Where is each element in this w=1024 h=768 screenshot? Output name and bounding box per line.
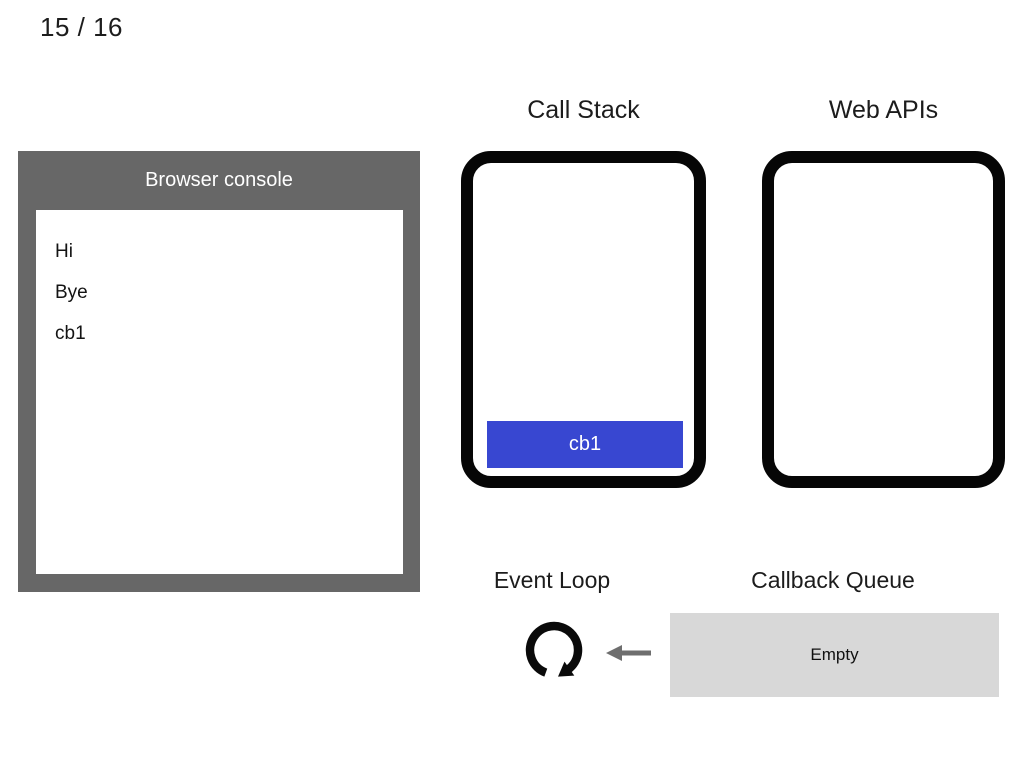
web-apis-title: Web APIs [828,96,939,124]
call-stack-box: cb1 [461,151,706,488]
callback-queue-title: Callback Queue [751,567,915,593]
left-arrow-icon [606,645,651,661]
call-stack-title: Call Stack [527,96,640,124]
loop-arrow-icon [525,621,583,677]
console-entry: Hi [55,241,73,262]
stack-frame: cb1 [487,421,683,468]
callback-queue-box: Empty [670,613,999,697]
browser-console-log: Hi Bye cb1 [36,210,403,574]
event-loop-title: Event Loop [493,567,611,593]
callback-queue-status: Empty [810,645,859,664]
web-apis-box [762,151,1005,488]
console-entry: cb1 [55,323,86,344]
slide-counter: 15 / 16 [40,12,124,42]
console-entry: Bye [55,282,88,303]
browser-console-panel: Browser console Hi Bye cb1 [18,151,420,592]
browser-console-title: Browser console [145,169,293,191]
